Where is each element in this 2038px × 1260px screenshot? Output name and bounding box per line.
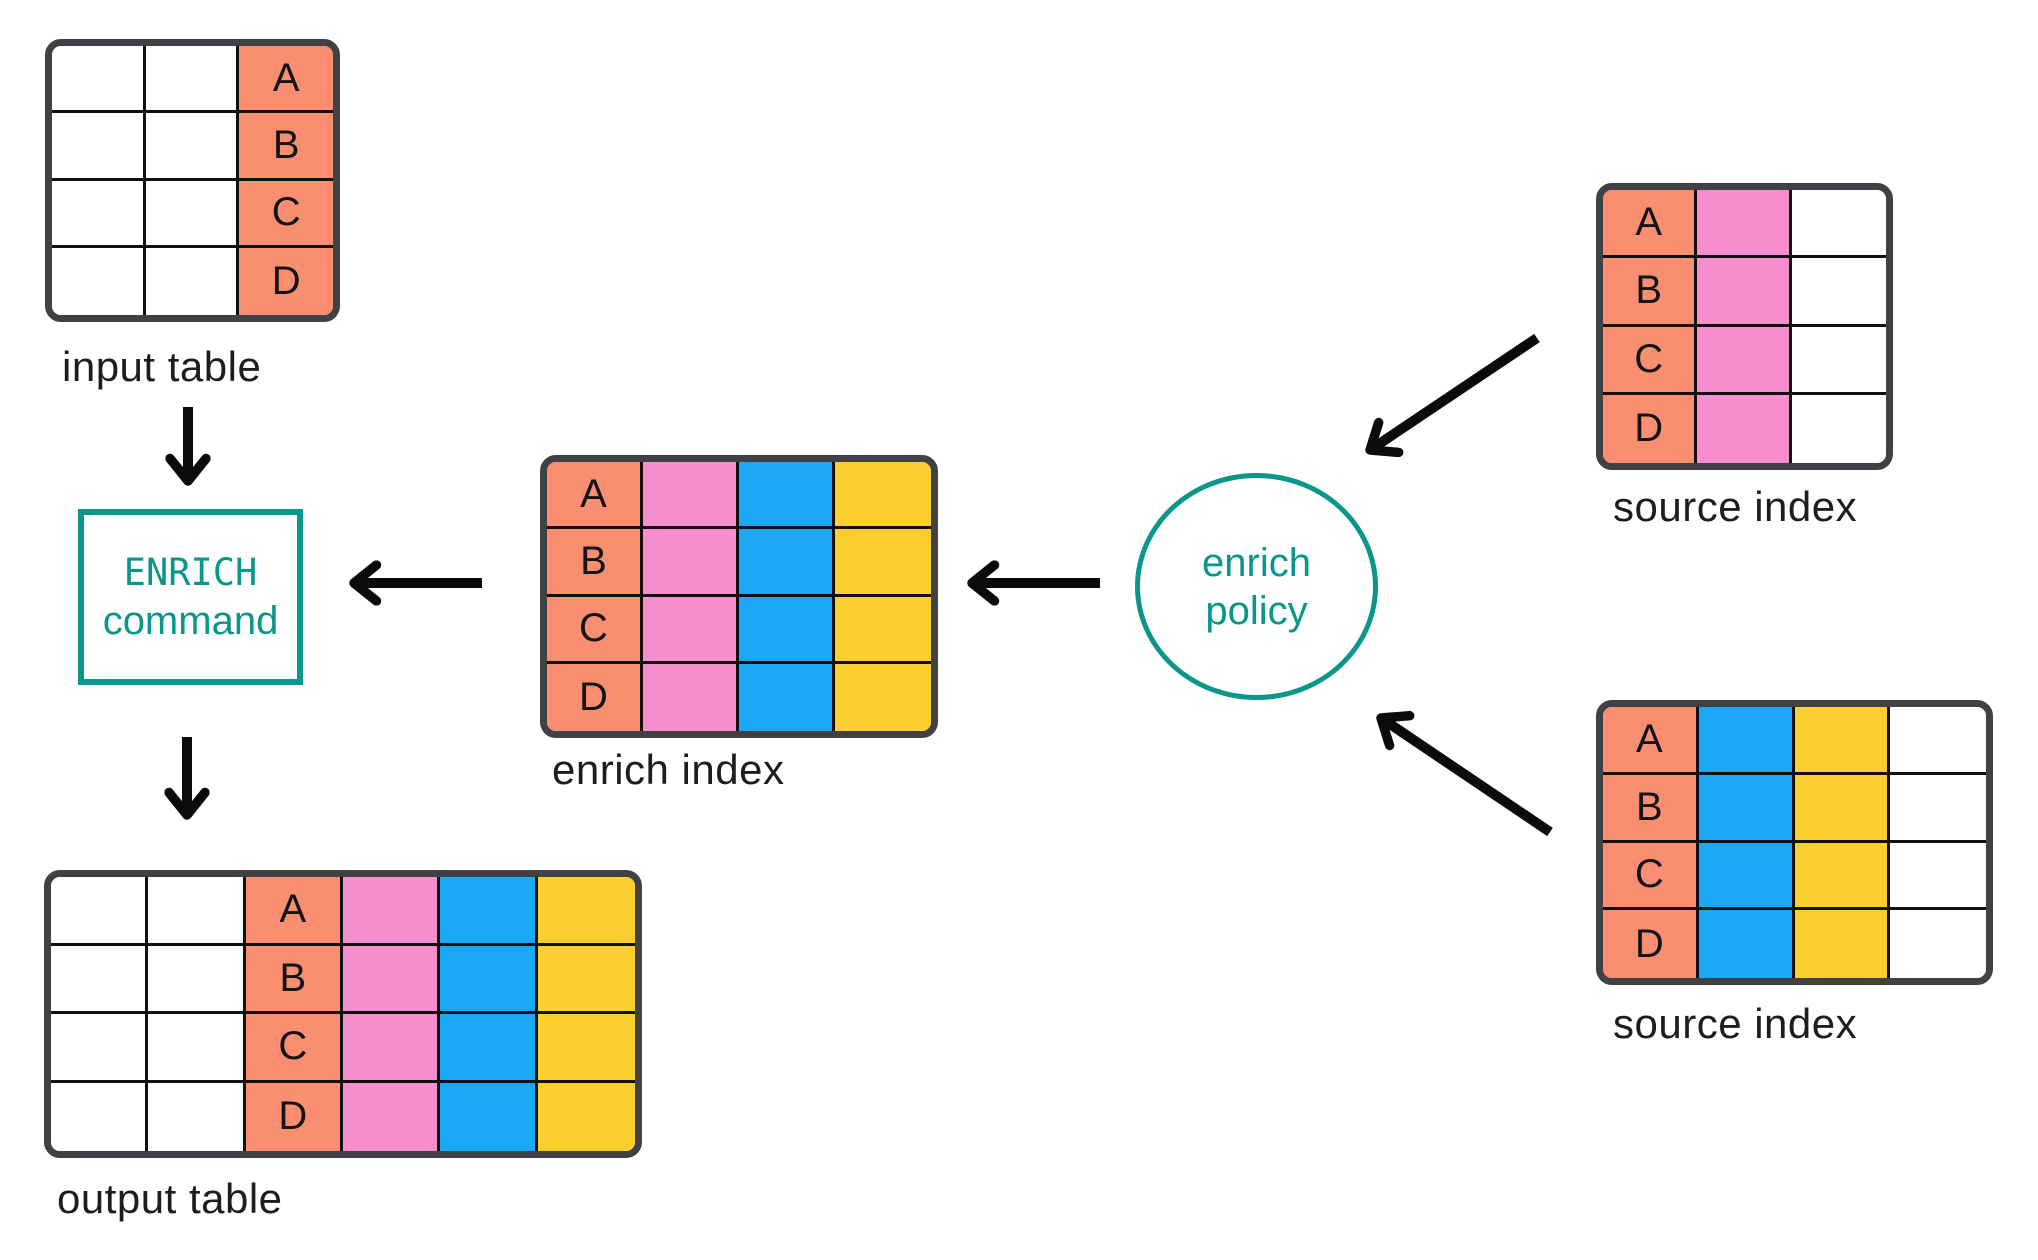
table-cell [343, 945, 441, 1014]
table-cell [537, 1082, 635, 1151]
table-cell [148, 877, 246, 946]
table-cell [1791, 258, 1886, 327]
table-cell [148, 1014, 246, 1083]
table-cell [440, 945, 538, 1014]
table-cell [145, 247, 240, 315]
table-cell [145, 180, 240, 248]
table-cell [51, 1082, 149, 1151]
table-cell [1697, 190, 1792, 259]
table-cell [537, 945, 635, 1014]
table-cell [51, 945, 149, 1014]
table-cell [1697, 394, 1792, 463]
enrich-policy-line2: policy [1205, 588, 1308, 633]
table-cell: B [1603, 774, 1699, 843]
table-cell [1697, 258, 1792, 327]
table-cell: D [1603, 394, 1698, 463]
enrich-policy-line1: enrich [1202, 540, 1311, 585]
table-cell [440, 1082, 538, 1151]
table-cell [51, 877, 149, 946]
enrich-index-label: enrich index [552, 746, 785, 793]
table-cell [145, 113, 240, 181]
table-cell [52, 46, 146, 114]
source-index-bottom-label: source index [1613, 1000, 1858, 1047]
table-cell [1890, 842, 1986, 911]
table-cell: C [239, 180, 333, 248]
table-cell: B [547, 529, 643, 597]
table-cell [1697, 326, 1792, 395]
table-cell [52, 247, 146, 315]
table-cell: B [245, 945, 343, 1014]
table-cell [1791, 326, 1886, 395]
table-cell: D [547, 663, 643, 731]
enrich-command-word: command [102, 598, 279, 643]
table-cell [835, 663, 931, 731]
table-cell [1791, 394, 1886, 463]
table-cell: A [547, 462, 643, 530]
table-cell [739, 596, 835, 664]
table-cell [537, 877, 635, 946]
table-cell: B [1603, 258, 1698, 327]
table-cell [1794, 774, 1891, 843]
table-cell [440, 1014, 538, 1083]
table-cell [1698, 842, 1795, 911]
table-cell [343, 877, 441, 946]
table-cell [51, 1014, 149, 1083]
table-cell: A [1603, 707, 1699, 775]
enrich-policy-circle: enrich policy [1135, 473, 1378, 700]
table-cell: D [1603, 910, 1699, 978]
arrow-source-top-to-policy [1370, 333, 1540, 450]
table-cell [148, 1082, 246, 1151]
table-cell [835, 596, 931, 664]
input-table-label: input table [62, 343, 262, 390]
table-cell: C [547, 596, 643, 664]
table-cell: C [245, 1014, 343, 1083]
table-cell [343, 1014, 441, 1083]
table-cell: A [239, 46, 333, 114]
arrow-source-bottom-to-policy [1381, 718, 1553, 837]
table-cell: A [1603, 190, 1698, 259]
source-index-top-label: source index [1613, 483, 1858, 530]
table-cell [835, 529, 931, 597]
table-cell [52, 113, 146, 181]
table-cell [643, 462, 739, 530]
table-cell [739, 529, 835, 597]
table-cell [739, 663, 835, 731]
table-cell [1890, 707, 1986, 775]
table-cell: D [245, 1082, 343, 1151]
output-table-label: output table [57, 1175, 283, 1222]
enrich-command-keyword: ENRICH [123, 550, 258, 594]
table-cell: C [1603, 326, 1698, 395]
table-cell: B [239, 113, 333, 181]
table-cell [643, 596, 739, 664]
table-cell [1698, 910, 1795, 978]
table-cell [1890, 774, 1986, 843]
enrich-command-box: ENRICH command [78, 509, 303, 685]
table-cell [343, 1082, 441, 1151]
table-cell [440, 877, 538, 946]
table-cell [835, 462, 931, 530]
table-cell [1698, 707, 1795, 775]
table-cell [643, 529, 739, 597]
table-cell [1794, 842, 1891, 911]
table-cell [148, 945, 246, 1014]
table-cell: C [1603, 842, 1699, 911]
table-cell [52, 180, 146, 248]
table-cell [1794, 707, 1891, 775]
table-cell [739, 462, 835, 530]
table-cell [1890, 910, 1986, 978]
table-cell: D [239, 247, 333, 315]
table-cell [1791, 190, 1886, 259]
table-cell [145, 46, 240, 114]
table-cell [537, 1014, 635, 1083]
table-cell [1794, 910, 1891, 978]
table-cell: A [245, 877, 343, 946]
table-cell [643, 663, 739, 731]
table-cell [1698, 774, 1795, 843]
